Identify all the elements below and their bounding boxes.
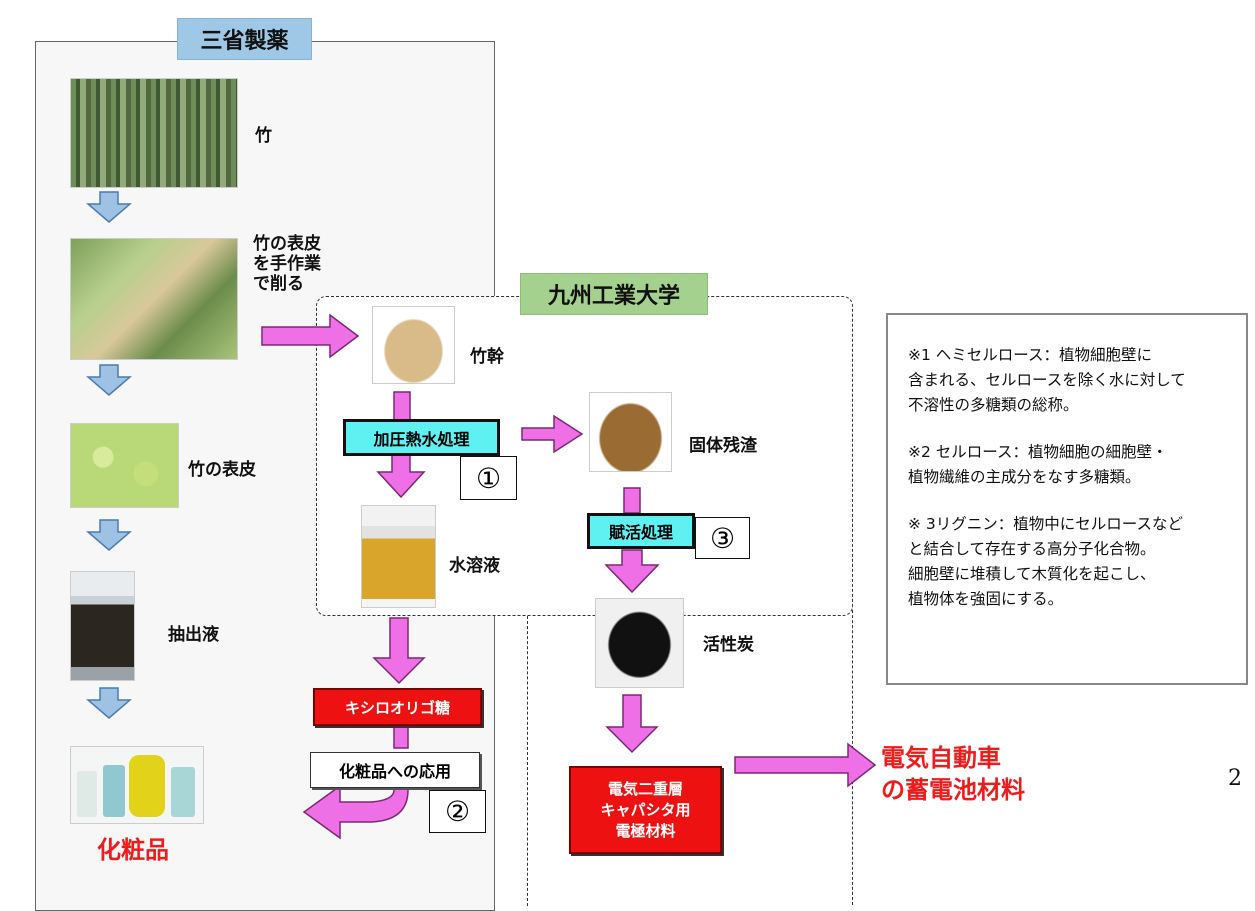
ev-battery-label: 電気自動車 の蓄電池材料 bbox=[881, 744, 1025, 804]
residue-label: 固体残渣 bbox=[689, 436, 757, 456]
edlc-electrode-box: 電気二重層 キャパシタ用 電極材料 bbox=[569, 766, 722, 854]
pink-arrow-to-ev bbox=[734, 742, 877, 788]
pink-arrow-to-xylo bbox=[372, 617, 426, 685]
kit-dashed-line-left bbox=[527, 616, 528, 906]
pink-arrow-peel-to-culm bbox=[261, 313, 360, 359]
xylooligosaccharide-box: キシロオリゴ糖 bbox=[313, 688, 482, 726]
bamboo-culm-photo bbox=[372, 306, 455, 384]
blue-arrow-2 bbox=[85, 364, 133, 396]
pink-arrow-residue-down bbox=[623, 487, 641, 514]
activation-process: 賦活処理 bbox=[587, 513, 695, 549]
solution-label: 水溶液 bbox=[449, 556, 500, 576]
aqueous-solution-photo bbox=[361, 505, 436, 608]
notes-box: ※1 ヘミセルロース：植物細胞壁に 含まれる、セルロースを除く水に対して 不溶性… bbox=[886, 313, 1248, 685]
peel-label: 竹の表皮 bbox=[188, 460, 256, 480]
bamboo-label: 竹 bbox=[255, 126, 272, 146]
step-number-1: ① bbox=[460, 456, 517, 500]
peeling-label: 竹の表皮 を手作業 で削る bbox=[253, 234, 321, 294]
cosmetics-label: 化粧品 bbox=[97, 836, 169, 864]
pink-arrow-to-edlc bbox=[605, 694, 659, 754]
peeling-photo bbox=[70, 238, 238, 360]
pink-curved-arrow-to-cosmetics bbox=[302, 779, 409, 840]
blue-arrow-4 bbox=[85, 687, 133, 719]
step-number-2: ② bbox=[429, 790, 486, 833]
step-number-3: ③ bbox=[695, 517, 750, 559]
pink-arrow-to-residue bbox=[521, 414, 584, 454]
note-cellulose: ※2 セルロース：植物細胞の細胞壁・ 植物繊維の主成分をなす多糖類。 bbox=[908, 443, 1168, 486]
bamboo-photo bbox=[70, 78, 238, 188]
note-lignin: ※ 3リグニン：植物中にセルロースなど と結合して存在する高分子化合物。 細胞壁… bbox=[908, 515, 1184, 608]
pink-arrow-xylo-down bbox=[393, 725, 409, 749]
extract-label: 抽出液 bbox=[168, 625, 219, 645]
culm-label: 竹幹 bbox=[470, 347, 504, 367]
pink-arrow-to-carbon bbox=[604, 549, 660, 594]
cosmetics-photo bbox=[70, 746, 204, 824]
activated-carbon-photo bbox=[595, 598, 684, 688]
pink-arrow-to-solution bbox=[376, 454, 426, 499]
carbon-label: 活性炭 bbox=[703, 635, 754, 655]
note-hemicellulose: ※1 ヘミセルロース：植物細胞壁に 含まれる、セルロースを除く水に対して 不溶性… bbox=[908, 346, 1186, 414]
solid-residue-photo bbox=[589, 392, 672, 472]
sansei-title: 三省製薬 bbox=[177, 18, 312, 60]
bamboo-peel-photo bbox=[70, 423, 179, 508]
cosmetics-application-box: 化粧品への応用 bbox=[310, 752, 480, 788]
page-number: 2 bbox=[1228, 766, 1242, 791]
blue-arrow-3 bbox=[85, 519, 133, 551]
pink-arrow-culm-down bbox=[393, 391, 411, 421]
blue-arrow-1 bbox=[85, 191, 133, 223]
kit-title: 九州工業大学 bbox=[520, 273, 708, 315]
pressurized-hot-water-process: 加圧熱水処理 bbox=[343, 419, 500, 456]
extract-photo bbox=[70, 571, 135, 681]
